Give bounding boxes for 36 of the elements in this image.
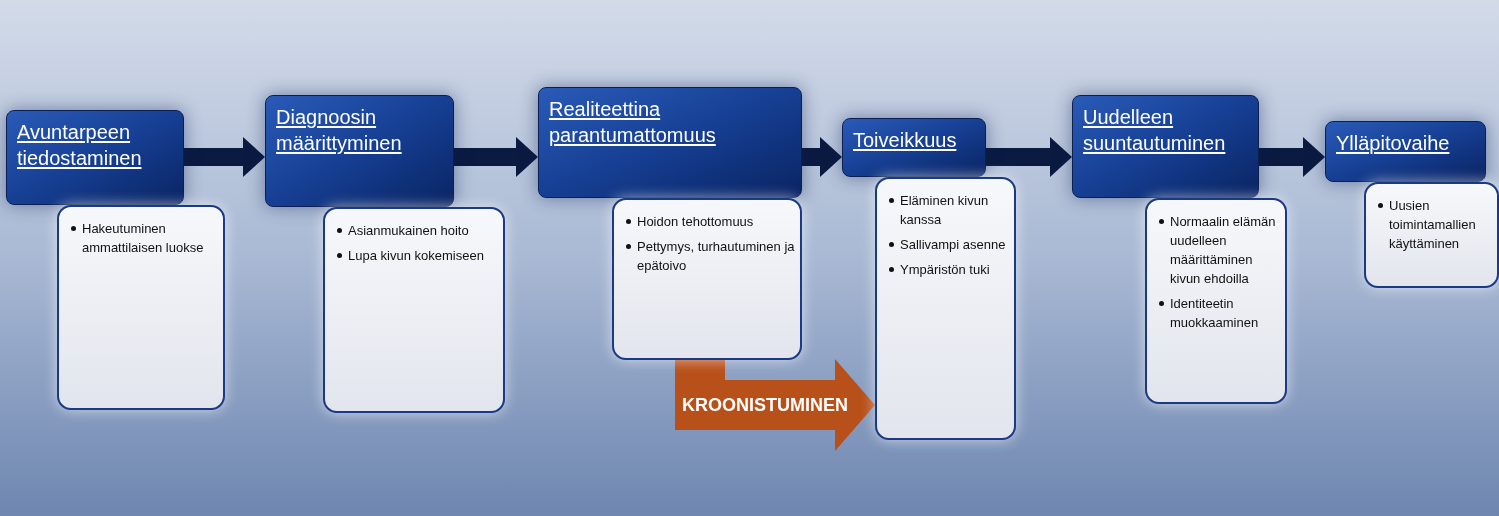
list-item-text: Hakeutuminen ammattilaisen luokse [82, 220, 205, 257]
detail-card [323, 207, 505, 413]
detail-card [57, 205, 225, 410]
edge-label: KROONISTUMINEN [681, 394, 849, 417]
stage-title: Realiteettina parantumattomuus [549, 97, 717, 148]
block-arrow [675, 359, 875, 451]
list-item-text: Eläminen kivun kanssa [900, 192, 990, 229]
arrow [184, 137, 265, 177]
stage-title: Ylläpitovaihe [1336, 131, 1451, 156]
arrow [1259, 137, 1325, 177]
list-item-text: Asianmukainen hoito [348, 222, 469, 240]
arrow [986, 137, 1072, 177]
stage-title: Uudelleen suuntautuminen [1083, 105, 1227, 156]
list-item-text: Hoidon tehottomuus [637, 213, 754, 231]
detail-card [1145, 198, 1287, 404]
list-item-text: Identiteetin muokkaaminen [1170, 295, 1260, 332]
stage-header-box [6, 110, 184, 205]
list-item-text: Normaalin elämän uudelleen määrittäminen kivun ehdoilla [1170, 213, 1277, 288]
list-item-text: Ympäristön tuki [900, 261, 990, 279]
arrow [454, 137, 538, 177]
list-item-text: Sallivampi asenne [900, 236, 1006, 254]
detail-card [875, 177, 1016, 440]
stage-header-box [1325, 121, 1486, 182]
stage-header-box [538, 87, 802, 198]
detail-card [612, 198, 802, 360]
stage-title: Diagnoosin määrittyminen [276, 105, 403, 156]
stage-title: Avuntarpeen tiedostaminen [17, 120, 143, 171]
stage-header-box [842, 118, 986, 177]
stage-title: Toiveikkuus [853, 128, 958, 153]
list-item-text: Pettymys, turhautuminen ja epätoivo [637, 238, 796, 275]
list-item-text: Uusien toimintamallien käyttäminen [1389, 197, 1477, 253]
stage-header-box [1072, 95, 1259, 198]
stage-header-box [265, 95, 454, 207]
list-item-text: Lupa kivun kokemiseen [348, 247, 484, 265]
detail-card [1364, 182, 1499, 288]
arrow [802, 137, 842, 177]
